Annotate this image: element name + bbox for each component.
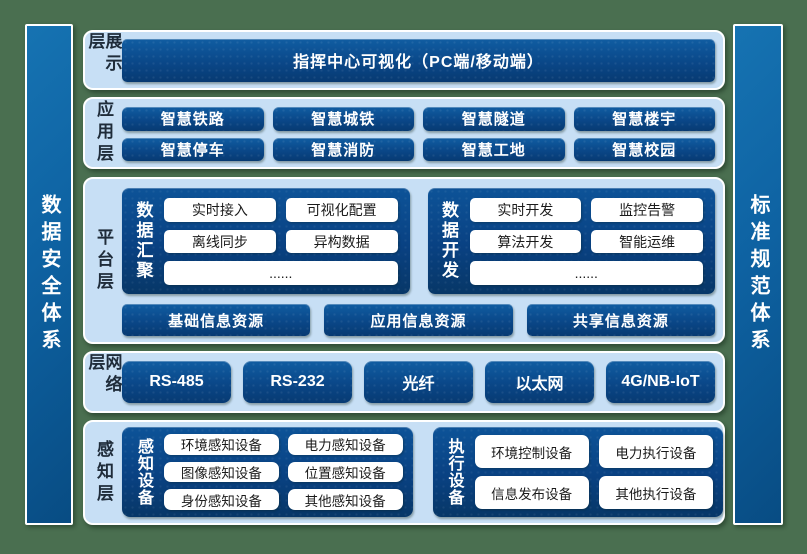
layer-application: 应用层 智慧铁路 智慧城铁 智慧隧道 智慧楼宇 智慧停车 智慧消防 智慧工地 智… <box>83 97 725 169</box>
platform-more-box: ...... <box>164 261 398 286</box>
layer-display-body: 指挥中心可视化（PC端/移动端） <box>122 32 723 88</box>
device-box: 电力执行设备 <box>598 435 713 468</box>
layer-platform-body: 数据汇聚 实时接入 可视化配置 离线同步 异构数据 ...... 数据开发 <box>122 179 723 342</box>
network-box: 4G/NB-IoT <box>606 361 715 403</box>
platform-feature-box: 可视化配置 <box>285 198 398 222</box>
layer-perception-body: 感知设备 环境感知设备 电力感知设备 图像感知设备 位置感知设备 身份感知设备 … <box>122 422 723 523</box>
device-box: 其他执行设备 <box>598 476 713 509</box>
layer-perception: 感知层 感知设备 环境感知设备 电力感知设备 图像感知设备 位置感知设备 身份感… <box>83 420 725 525</box>
platform-more-box: ...... <box>469 261 703 286</box>
app-box: 智慧城铁 <box>272 107 414 131</box>
data-security-pillar: 数据安全体系 <box>25 24 73 525</box>
device-box: 环境控制设备 <box>474 435 589 468</box>
app-box: 智慧楼宇 <box>573 107 715 131</box>
platform-feature-box: 监控告警 <box>591 198 703 222</box>
data-development-label: 数据开发 <box>439 201 458 282</box>
app-box: 智慧工地 <box>423 137 565 161</box>
platform-feature-box: 智能运维 <box>591 229 703 254</box>
sensing-devices-group: 感知设备 环境感知设备 电力感知设备 图像感知设备 位置感知设备 身份感知设备 … <box>122 427 413 517</box>
network-box: RS-485 <box>122 361 231 403</box>
network-box: 光纤 <box>364 361 473 403</box>
app-box: 智慧校园 <box>573 137 715 161</box>
layer-application-label: 应用层 <box>94 100 113 166</box>
device-box: 环境感知设备 <box>164 434 279 455</box>
layer-display-label: 展示层 <box>85 32 122 76</box>
data-development-group: 数据开发 实时开发 监控告警 算法开发 智能运维 ...... <box>427 188 715 295</box>
device-box: 电力感知设备 <box>287 434 403 455</box>
layer-perception-label: 感知层 <box>94 439 113 506</box>
layer-platform: 平台层 数据汇聚 实时接入 可视化配置 离线同步 异构数据 ...... <box>83 177 725 344</box>
command-center-box: 指挥中心可视化（PC端/移动端） <box>122 38 715 82</box>
data-security-pillar-label: 数据安全体系 <box>38 193 60 356</box>
device-box: 图像感知设备 <box>164 461 279 483</box>
app-box: 智慧消防 <box>272 137 414 161</box>
resource-box: 共享信息资源 <box>526 304 715 336</box>
device-box: 位置感知设备 <box>287 461 403 483</box>
layer-display: 展示层 指挥中心可视化（PC端/移动端） <box>83 30 725 90</box>
device-box: 其他感知设备 <box>287 489 403 510</box>
platform-feature-box: 实时接入 <box>164 198 276 222</box>
standards-pillar-label: 标准规范体系 <box>747 193 769 356</box>
layer-application-body: 智慧铁路 智慧城铁 智慧隧道 智慧楼宇 智慧停车 智慧消防 智慧工地 智慧校园 <box>122 99 723 167</box>
layer-platform-label: 平台层 <box>94 227 113 294</box>
platform-feature-box: 离线同步 <box>164 229 276 254</box>
platform-feature-box: 算法开发 <box>469 229 582 254</box>
resource-box: 应用信息资源 <box>324 304 513 336</box>
device-box: 身份感知设备 <box>164 489 279 510</box>
execution-devices-label: 执行设备 <box>445 438 463 506</box>
layer-network-label: 网络层 <box>85 353 122 397</box>
network-box: RS-232 <box>243 361 352 403</box>
layer-network: 网络层 RS-485 RS-232 光纤 以太网 4G/NB-IoT <box>83 351 725 413</box>
network-box: 以太网 <box>485 361 594 403</box>
device-box: 信息发布设备 <box>474 476 589 509</box>
layer-network-body: RS-485 RS-232 光纤 以太网 4G/NB-IoT <box>122 353 723 411</box>
app-box: 智慧铁路 <box>122 107 264 131</box>
execution-devices-group: 执行设备 环境控制设备 电力执行设备 信息发布设备 其他执行设备 <box>432 427 723 517</box>
standards-pillar: 标准规范体系 <box>733 24 783 525</box>
sensing-devices-label: 感知设备 <box>135 438 152 506</box>
data-aggregation-group: 数据汇聚 实时接入 可视化配置 离线同步 异构数据 ...... <box>122 188 410 295</box>
platform-feature-box: 异构数据 <box>285 229 398 254</box>
app-box: 智慧隧道 <box>423 107 565 131</box>
app-box: 智慧停车 <box>122 137 264 161</box>
resource-box: 基础信息资源 <box>122 304 311 336</box>
data-aggregation-label: 数据汇聚 <box>133 201 153 282</box>
platform-feature-box: 实时开发 <box>469 198 582 222</box>
